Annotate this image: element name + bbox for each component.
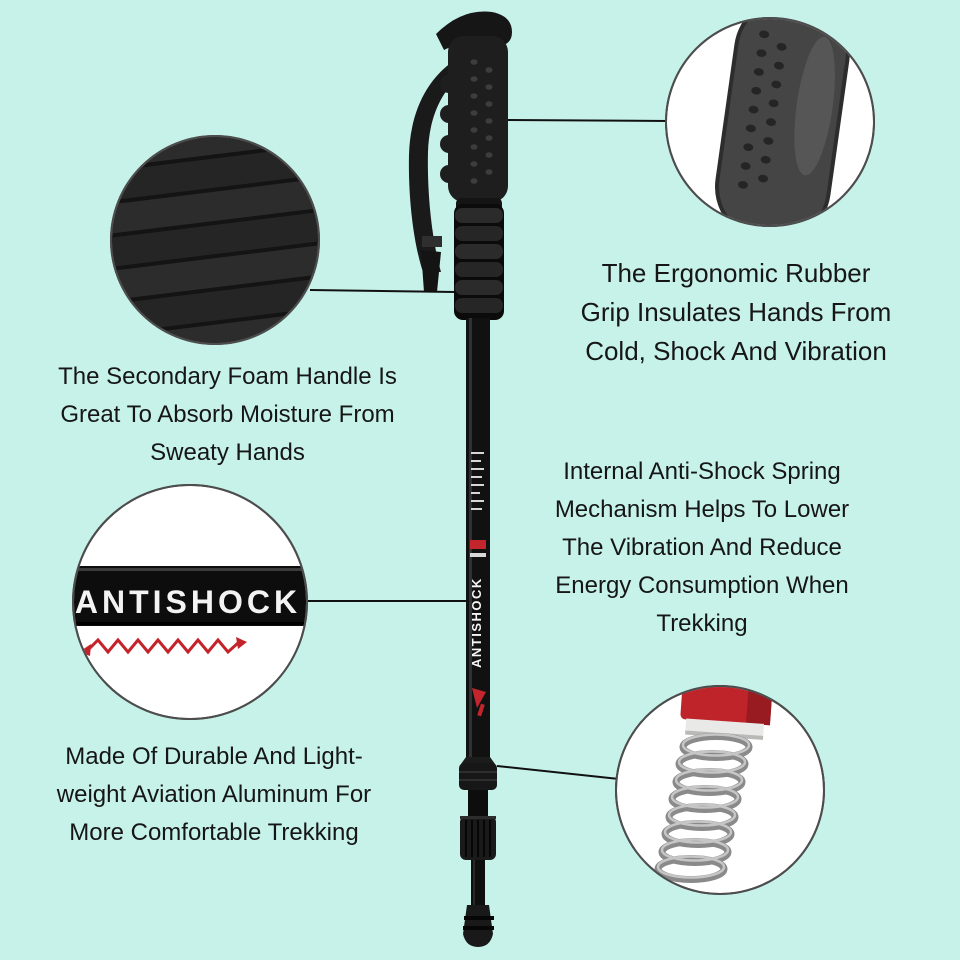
- closeup-antishock-label: ANTISHOCK: [75, 584, 301, 620]
- trekking-pole: ANTISHOCK: [408, 11, 512, 947]
- spring-closeup-circle: [615, 685, 825, 895]
- lower-shaft: [471, 860, 485, 907]
- grip-texture-dots: [470, 59, 493, 184]
- twist-lock-ferrule: [460, 816, 496, 860]
- foam-closeup-circle: [110, 135, 320, 345]
- mid-tube: [468, 790, 488, 817]
- grip-closeup-circle: [665, 17, 875, 227]
- lock-collar: [459, 757, 497, 790]
- metal-spring-coils: [654, 733, 753, 883]
- anti-shock-note: Internal Anti-Shock Spring Mechanism Hel…: [554, 458, 850, 637]
- upper-shaft: ANTISHOCK: [466, 318, 490, 760]
- wrist-strap: [408, 60, 460, 292]
- shaft-fine-print: [471, 452, 484, 510]
- foam-connector-line: [309, 289, 456, 293]
- antishock-closeup-circle: ANTISHOCK: [72, 484, 308, 720]
- spring-connector-line: [496, 765, 620, 780]
- shaft-antishock-label: ANTISHOCK: [469, 577, 484, 668]
- rubber-grip: [436, 11, 512, 212]
- foam-handle: [454, 204, 504, 320]
- foam-handle-note: The Secondary Foam Handle Is Great To Ab…: [58, 363, 397, 466]
- aluminum-note: Made Of Durable And Light- weight Aviati…: [56, 743, 372, 846]
- shaft-red-arrow: [472, 688, 486, 717]
- rubber-tip: [463, 905, 494, 947]
- rubber-grip-note: The Ergonomic Rubber Grip Insulates Hand…: [580, 258, 892, 366]
- grip-connector-line: [507, 119, 669, 122]
